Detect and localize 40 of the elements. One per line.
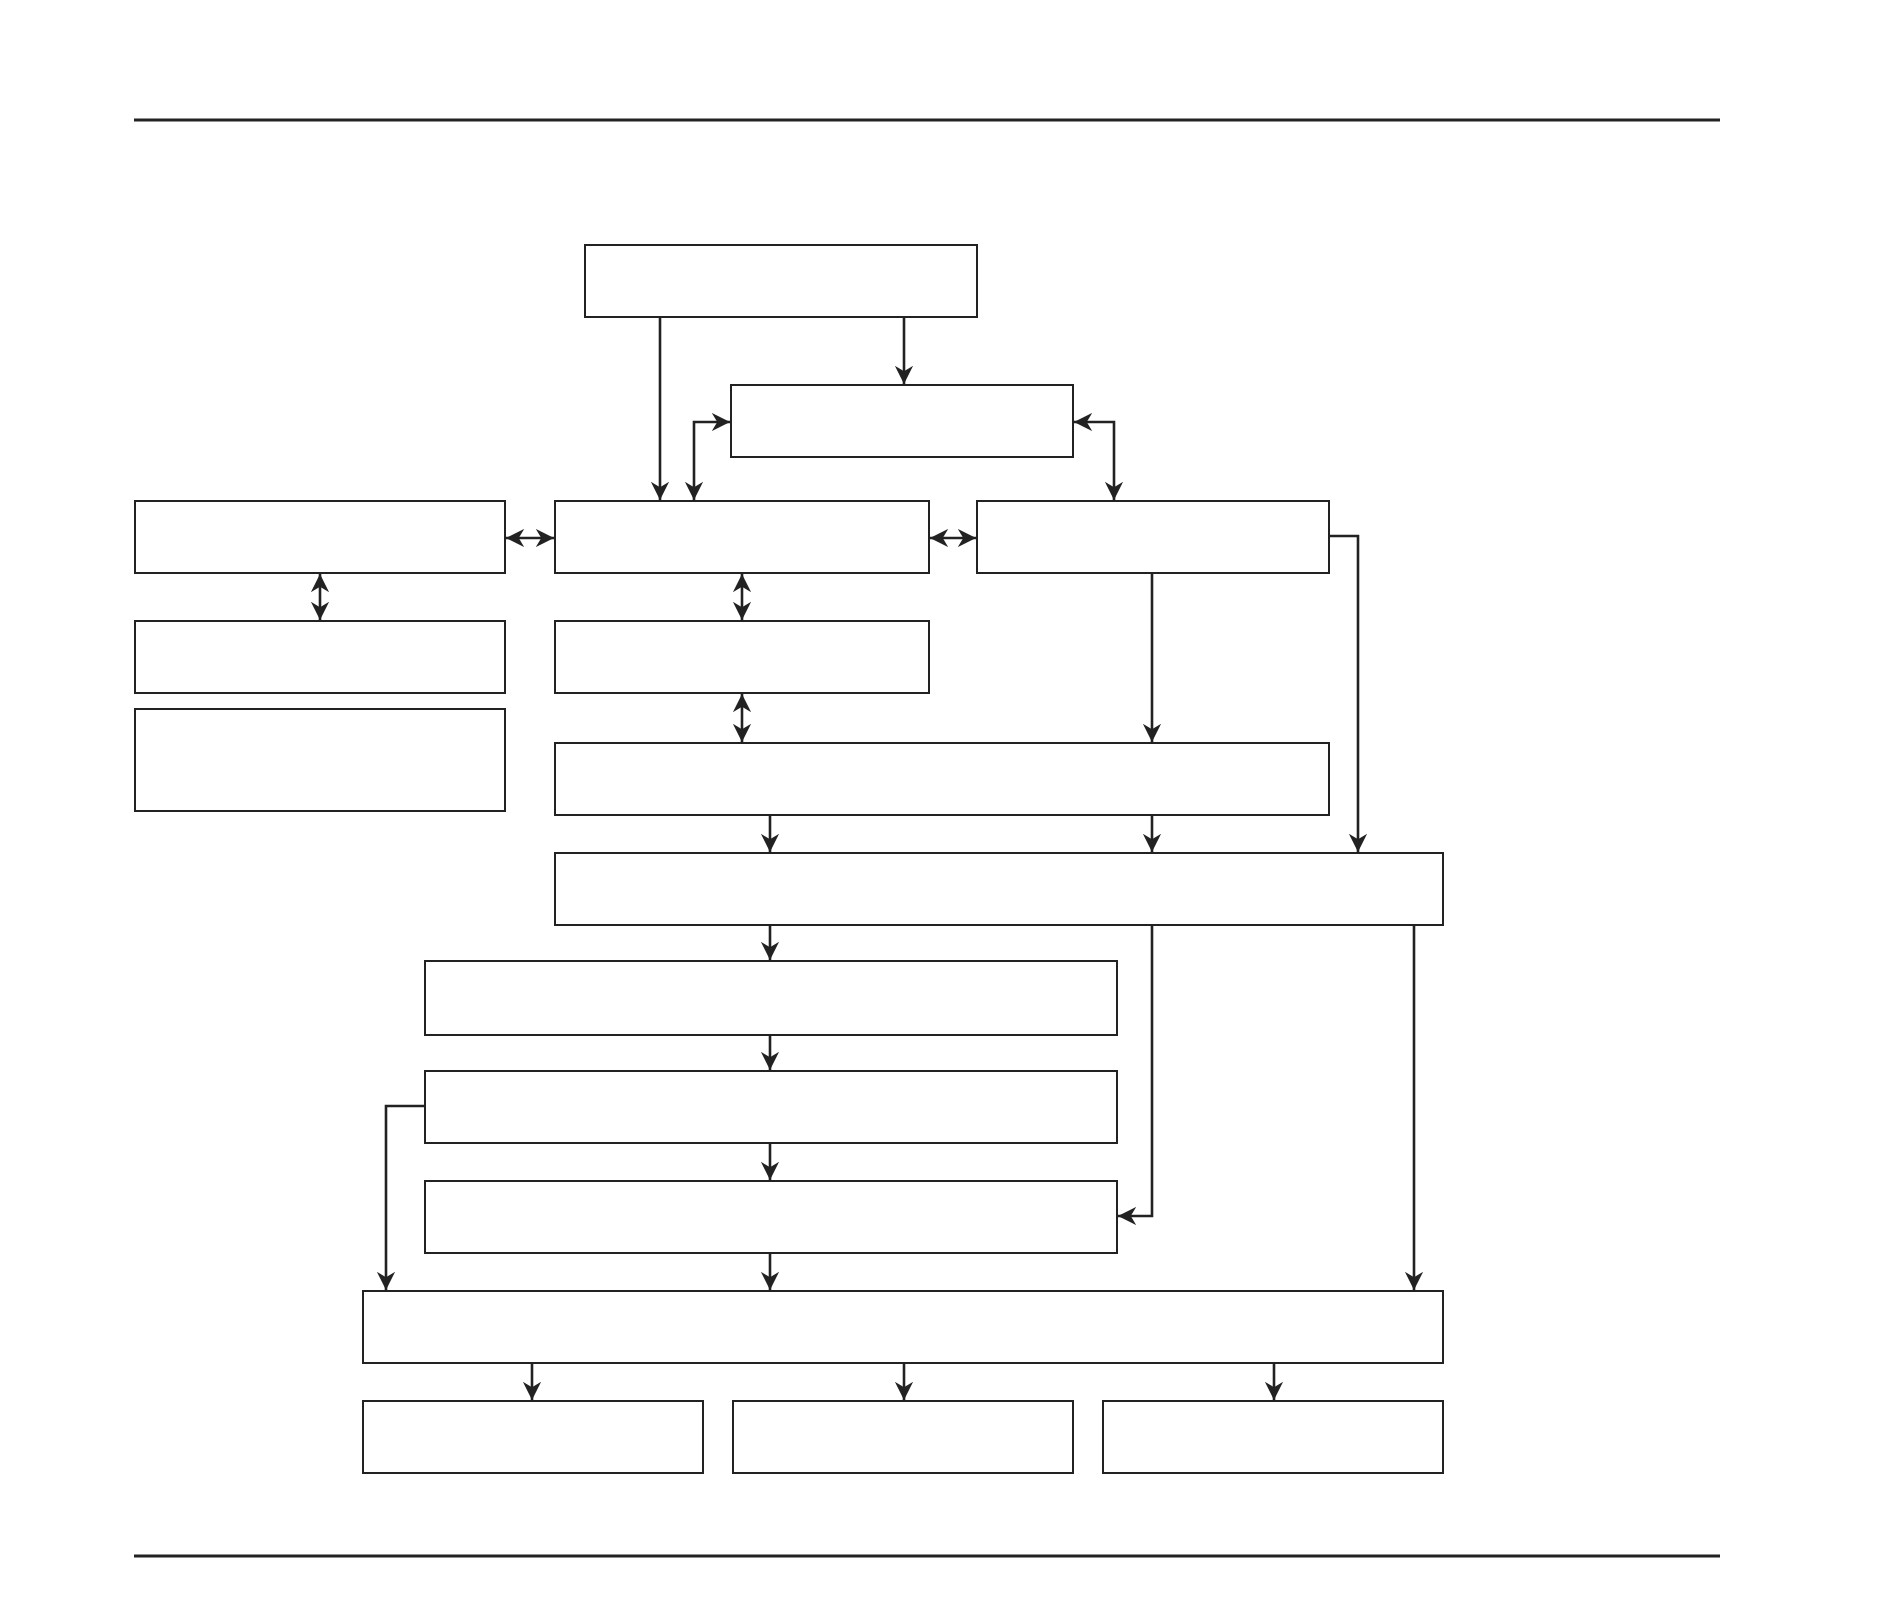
arrow xyxy=(1118,926,1154,1226)
arrow xyxy=(310,574,330,620)
empty-box xyxy=(424,1070,1118,1144)
arrow xyxy=(1330,534,1368,852)
empty-box xyxy=(1102,1400,1444,1474)
empty-box xyxy=(134,620,506,694)
arrow xyxy=(760,1144,780,1180)
empty-box xyxy=(554,742,1330,816)
arrow xyxy=(760,1036,780,1070)
arrow xyxy=(894,1364,914,1400)
empty-box xyxy=(424,1180,1118,1254)
empty-box xyxy=(730,384,1074,458)
empty-box xyxy=(732,1400,1074,1474)
arrow xyxy=(1074,412,1124,500)
arrow xyxy=(1264,1364,1284,1400)
arrow xyxy=(1142,816,1162,852)
empty-box xyxy=(554,620,930,694)
arrow xyxy=(522,1364,542,1400)
arrow xyxy=(1404,926,1424,1290)
empty-box xyxy=(554,852,1444,926)
empty-box xyxy=(424,960,1118,1036)
arrow xyxy=(376,1104,424,1290)
empty-box xyxy=(134,708,506,812)
arrow xyxy=(760,1254,780,1290)
empty-box xyxy=(134,500,506,574)
empty-box xyxy=(584,244,978,318)
empty-box xyxy=(976,500,1330,574)
arrow xyxy=(894,318,914,384)
arrow xyxy=(732,694,752,742)
arrow xyxy=(684,412,730,500)
empty-box xyxy=(362,1290,1444,1364)
empty-box xyxy=(362,1400,704,1474)
arrow xyxy=(930,528,976,548)
arrow xyxy=(760,816,780,852)
arrow xyxy=(732,574,752,620)
empty-box xyxy=(554,500,930,574)
arrow xyxy=(1142,574,1162,742)
arrow xyxy=(760,926,780,960)
arrow xyxy=(650,318,670,500)
arrow xyxy=(506,528,554,548)
